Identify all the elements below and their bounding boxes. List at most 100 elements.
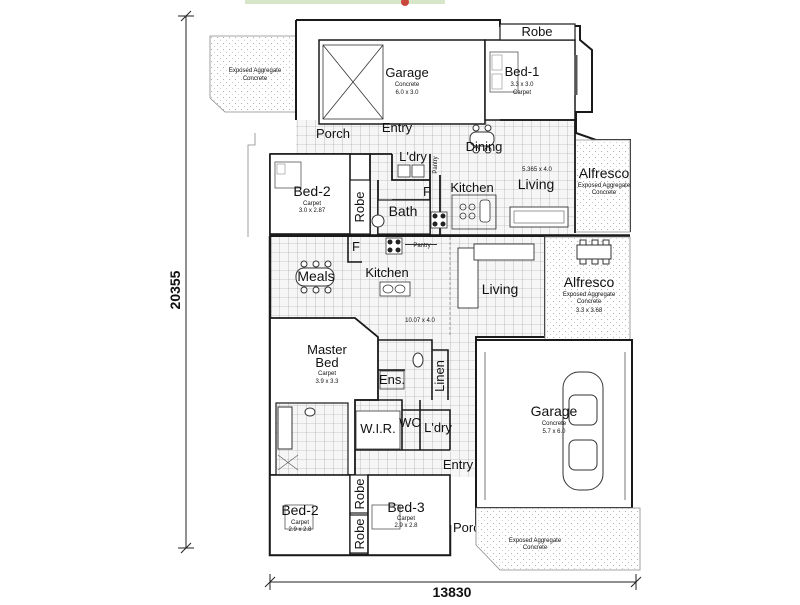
lower-alfresco-table <box>576 239 612 265</box>
upper-bed2-label: Bed-2 <box>293 183 331 199</box>
upper-bath-label: Bath <box>389 203 418 219</box>
lower-bed2-room <box>269 474 351 556</box>
lower-wir-label: W.I.R. <box>360 421 395 436</box>
lower-kitchen-label: Kitchen <box>365 265 408 280</box>
lower-living-dim: 10.07 x 4.0 <box>405 318 435 324</box>
lower-bed3-sub1: Carpet <box>397 516 415 522</box>
lower-alfresco-label: Alfresco <box>564 274 615 290</box>
upper-bed2-robe-label: Robe <box>352 191 367 222</box>
upper-robe-label: Robe <box>521 24 552 39</box>
height-dimension <box>178 10 194 554</box>
upper-bed2-sub1: Carpet <box>303 201 321 207</box>
lower-master-label2: Bed <box>315 355 338 370</box>
upper-entry-label: Entry <box>382 120 413 135</box>
lower-exposed-label-1: Exposed Aggregate <box>509 538 562 544</box>
lower-bed3-bed <box>371 504 401 530</box>
lower-bed2-sub1: Carpet <box>291 520 309 526</box>
upper-porch-outline <box>247 133 256 237</box>
upper-dining-table <box>469 124 495 154</box>
upper-kitchen-sink <box>479 199 491 223</box>
lower-stove-icon <box>385 237 403 255</box>
lower-wc-label: WC <box>399 415 421 430</box>
lower-garage-sub1: Concrete <box>542 421 567 427</box>
upper-washer <box>397 164 411 178</box>
lower-entry-label: Entry <box>443 457 474 472</box>
upper-living-dim: 5.365 x 4.0 <box>522 167 552 173</box>
upper-fridge-label: F <box>423 184 431 199</box>
lower-living-label: Living <box>482 281 519 297</box>
lower-ensuite-toilet <box>412 352 424 368</box>
lower-kitchen-walls <box>347 237 362 263</box>
lower-master-sub2: 3.9 x 3.3 <box>315 379 339 385</box>
upper-porch-label: Porch <box>316 126 350 141</box>
lower-garage-car <box>562 371 604 491</box>
lower-exposed-aggregate <box>475 507 641 571</box>
upper-pantry-label: Pantry <box>433 156 439 173</box>
upper-garage <box>318 39 486 125</box>
lower-robe-2-label: Robe <box>352 518 367 549</box>
upper-bed1-sub1: 3.3 x 3.0 <box>510 82 534 88</box>
lower-inner-walls <box>355 339 451 451</box>
upper-bath <box>377 199 431 235</box>
lower-meals-table <box>295 260 335 294</box>
lower-living-sofa-h <box>473 243 535 261</box>
lower-bed2-label: Bed-2 <box>281 502 319 518</box>
upper-ldry-label: L'dry <box>399 149 427 164</box>
lower-bed2-bed <box>284 504 314 530</box>
upper-robe <box>499 23 576 41</box>
upper-garage-car-space <box>322 44 384 120</box>
upper-alfresco <box>576 139 631 233</box>
upper-bed2-sub2: 3.0 x 2.87 <box>299 208 326 214</box>
upper-laundry-tub <box>411 164 425 178</box>
upper-bed2-robe <box>349 179 371 235</box>
upper-exposed-label-1: Exposed Aggregate <box>229 68 282 74</box>
lower-ensuite-label: Ens. <box>379 372 405 387</box>
lower-bathtub <box>277 406 293 450</box>
lower-garage-sub2: 5.7 x 6.0 <box>542 429 566 435</box>
upper-bed1-label: Bed-1 <box>505 64 540 79</box>
upper-bed1-sub2: Carpet <box>513 90 531 96</box>
lower-bed3-sub2: 2.9 x 2.8 <box>394 523 418 529</box>
lower-pantry-label: Pantry <box>413 243 430 249</box>
upper-dining-label: Dining <box>466 139 503 154</box>
upper-kitchen-bench <box>451 194 497 230</box>
upper-alfresco-line1: Exposed Aggregate <box>578 183 631 189</box>
upper-alfresco-line2: Concrete <box>592 190 617 196</box>
lower-bed3-label: Bed-3 <box>387 499 425 515</box>
lower-ldry-label: L'dry <box>424 420 452 435</box>
upper-toilet <box>371 214 385 228</box>
upper-garage-label: Garage <box>385 65 428 80</box>
upper-kitchen-label: Kitchen <box>450 180 493 195</box>
upper-garage-sub2: 6.0 x 3.0 <box>395 90 419 96</box>
lower-master-label1: Master <box>307 342 347 357</box>
lower-alfresco-line1: Exposed Aggregate <box>563 292 616 298</box>
lower-linen-label: Linen <box>432 360 447 392</box>
lower-garage-label: Garage <box>531 403 578 419</box>
lower-ensuite-room <box>379 370 405 390</box>
lower-master-sub1: Carpet <box>318 371 336 377</box>
lower-wir-room <box>355 410 401 450</box>
lower-living-sofa-v <box>457 247 479 309</box>
lower-ensuite-basin <box>304 407 316 417</box>
lower-bed2-sub2: 2.9 x 2.8 <box>288 527 312 533</box>
upper-exposed-label-2: Concrete <box>243 76 268 82</box>
lower-fridge-label: F <box>352 239 360 254</box>
lower-meals-label: Meals <box>297 268 334 284</box>
upper-living-label: Living <box>518 176 555 192</box>
lower-robe-1-label: Robe <box>352 478 367 509</box>
top-edge-dot <box>401 0 409 6</box>
lower-exposed-label-2: Concrete <box>523 545 548 551</box>
upper-exposed-aggregate <box>209 35 297 113</box>
width-dimension <box>264 574 642 590</box>
lower-alfresco-line2: Concrete <box>577 299 602 305</box>
upper-garage-sub1: Concrete <box>395 82 420 88</box>
top-edge-artifact <box>245 0 445 4</box>
upper-entry-tile <box>296 120 371 154</box>
upper-alfresco-label: Alfresco <box>579 165 630 181</box>
upper-stove-icon <box>430 211 448 229</box>
height-dimension-label: 20355 <box>167 270 183 309</box>
width-dimension-label: 13830 <box>433 584 472 600</box>
lower-alfresco-dim: 3.3 x 3.68 <box>576 308 603 314</box>
